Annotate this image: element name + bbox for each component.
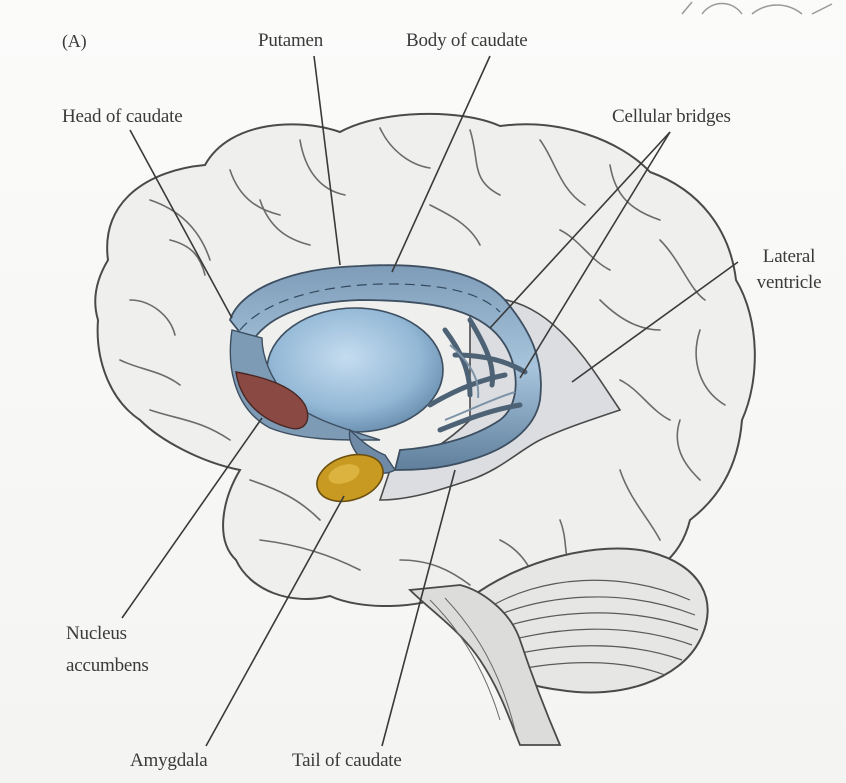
label-head-of-caudate: Head of caudate	[62, 106, 182, 128]
corner-watermark	[672, 0, 842, 16]
label-amygdala: Amygdala	[130, 750, 208, 772]
label-putamen: Putamen	[258, 30, 323, 52]
label-tail-of-caudate: Tail of caudate	[292, 750, 402, 772]
label-cellular-bridges: Cellular bridges	[612, 106, 731, 128]
panel-label: (A)	[62, 30, 86, 52]
label-lateral-ventricle: Lateral ventricle	[740, 244, 838, 296]
label-body-of-caudate: Body of caudate	[406, 30, 528, 52]
label-nucleus-accumbens: Nucleus accumbens	[66, 618, 149, 682]
